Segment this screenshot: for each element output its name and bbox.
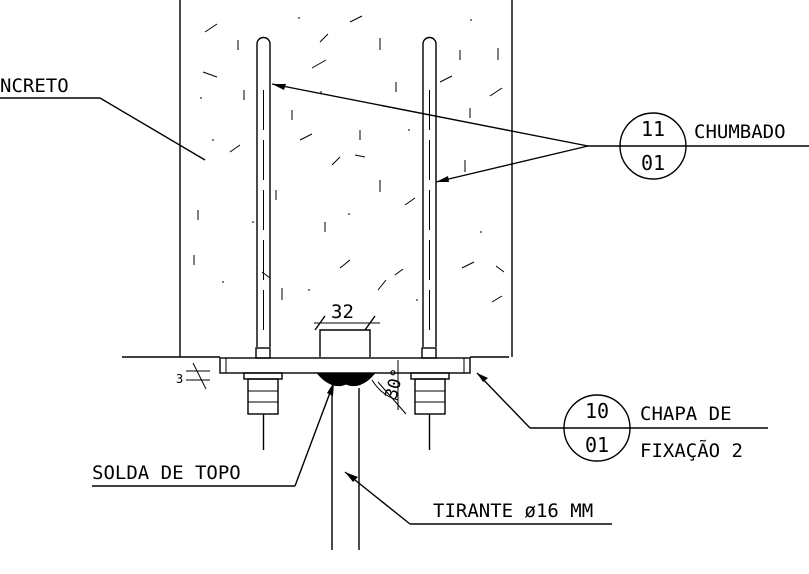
dimension-gap-label: 32 [331, 301, 354, 323]
nut-left [243, 347, 283, 450]
rod-notch [319, 329, 371, 357]
plate-label-line2: FIXAÇÃO 2 [640, 439, 743, 462]
callout-plate: 10 01 CHAPA DE FIXAÇÃO 2 [476, 372, 768, 462]
rod-label: TIRANTE ø16 MM [433, 500, 593, 522]
tie-rod [331, 388, 360, 550]
callout-weld: SOLDA DE TOPO [92, 381, 335, 487]
anchor-ref-bottom: 01 [641, 151, 665, 175]
dimension-gap: 32 [314, 301, 380, 331]
concrete-label: NCRETO [0, 75, 69, 97]
anchor-bolt-left [256, 36, 271, 347]
plate-ref-top: 10 [585, 399, 609, 423]
plate-label-line1: CHAPA DE [640, 403, 732, 425]
callout-rod: TIRANTE ø16 MM [344, 471, 612, 525]
dimension-left-label: 3 [176, 372, 183, 386]
butt-weld [316, 373, 376, 387]
weld-label: SOLDA DE TOPO [92, 462, 241, 484]
weld-angle-label: 30° [382, 366, 409, 401]
callout-anchor: 11 01 CHUMBADO [271, 83, 809, 183]
fixing-plate [219, 357, 471, 374]
anchor-bolt-right [422, 36, 437, 347]
concrete-column [179, 0, 513, 357]
anchor-ref-top: 11 [641, 117, 665, 141]
dimension-left: 3 [176, 362, 210, 390]
callout-concrete: NCRETO [0, 75, 206, 161]
nut-right [410, 347, 450, 450]
plate-ref-bottom: 01 [585, 433, 609, 457]
concrete-hatch [193, 15, 505, 303]
anchor-label: CHUMBADO [694, 121, 786, 143]
weld-angle: 30° [371, 360, 409, 415]
